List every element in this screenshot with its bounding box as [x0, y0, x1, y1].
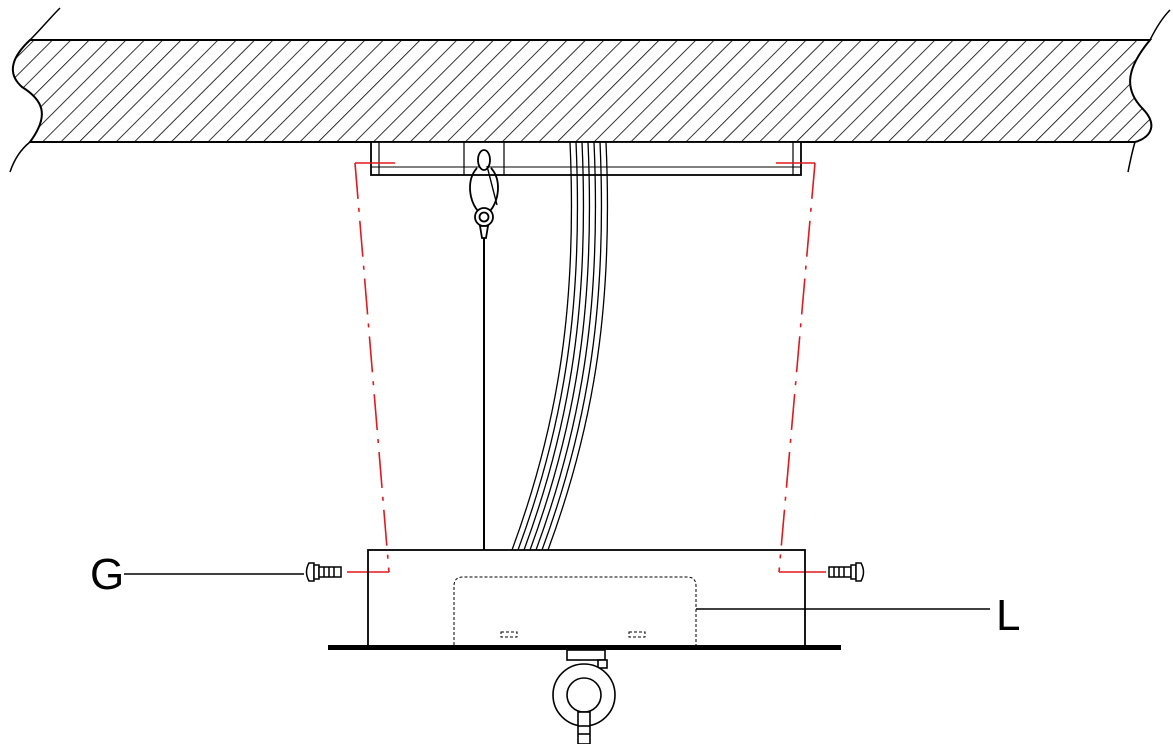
- screw-left: [305, 562, 342, 582]
- inner-plate: [453, 576, 697, 645]
- housing-box: [328, 549, 841, 650]
- cable-bundle: [511, 141, 609, 551]
- alignment-guide-right: [776, 162, 826, 573]
- label-g: G: [90, 550, 124, 599]
- label-l: L: [996, 591, 1020, 640]
- callout-l: L: [696, 591, 1020, 640]
- ceiling-slab: [9, 7, 1171, 173]
- screw-right: [828, 562, 865, 582]
- ceiling-bracket: [370, 141, 802, 176]
- alignment-guide-left: [347, 162, 395, 573]
- callout-g: G: [90, 550, 304, 599]
- eye-bolt: [552, 649, 616, 744]
- snap-hook: [469, 149, 499, 239]
